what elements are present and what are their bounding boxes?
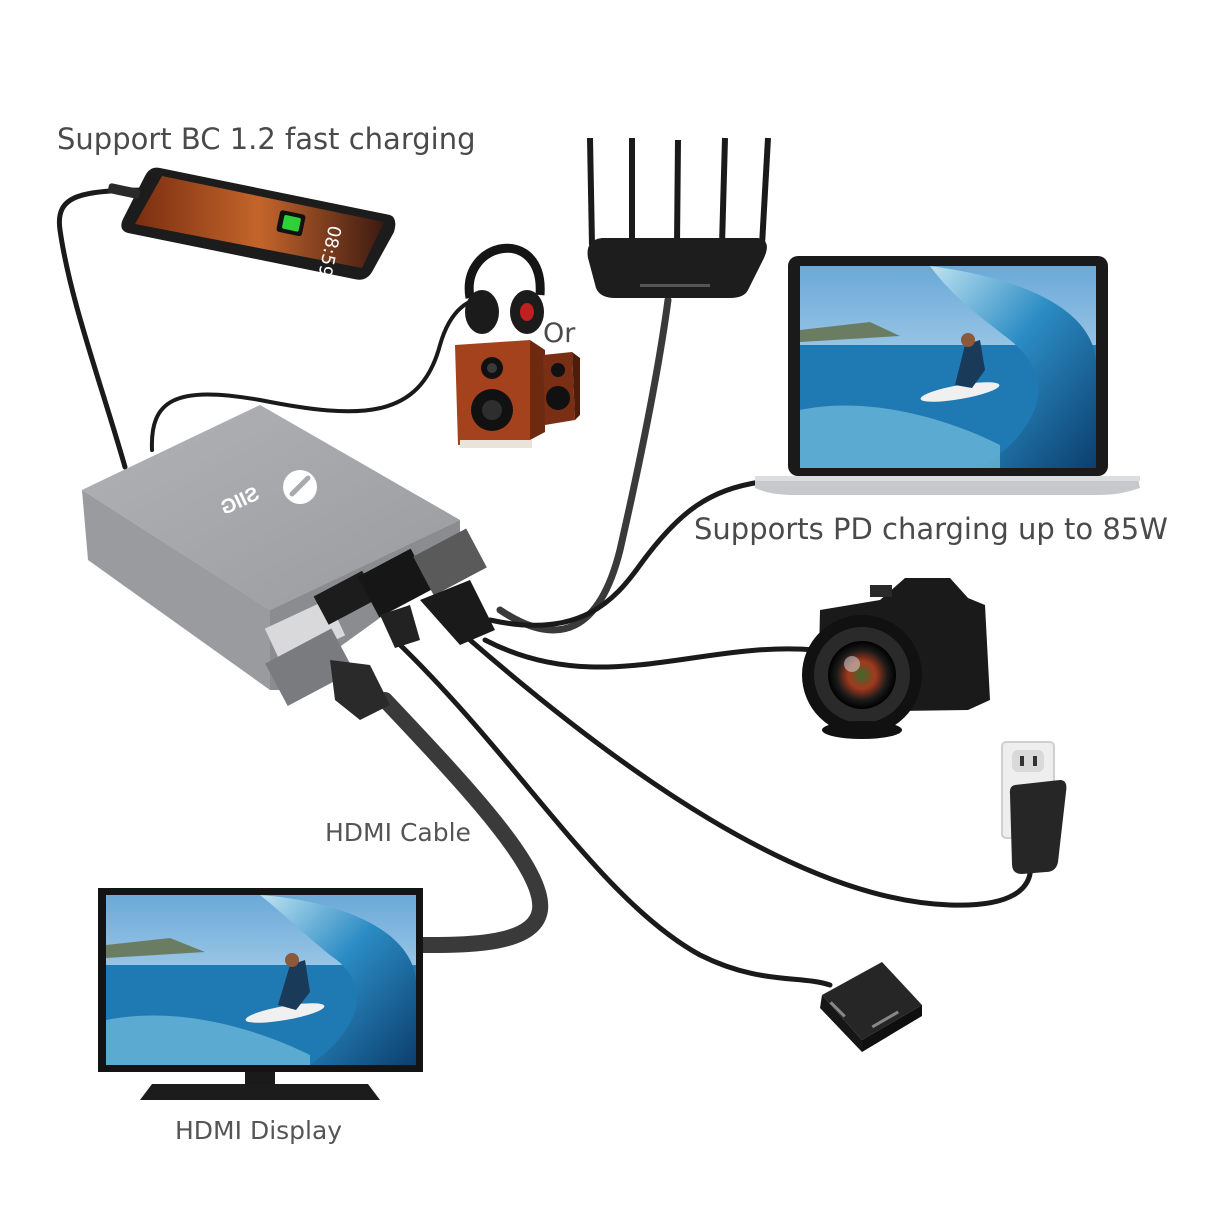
card-reader	[820, 962, 922, 1052]
docking-hub: SIIG	[82, 405, 495, 720]
router-cable	[496, 296, 672, 634]
cables	[56, 187, 1034, 988]
or-label: Or	[543, 318, 576, 349]
wall-outlet-adapter	[1001, 741, 1067, 874]
hdmi-cable-label: HDMI Cable	[325, 818, 471, 847]
bc-charging-label: Support BC 1.2 fast charging	[57, 122, 476, 156]
headphones	[464, 243, 545, 334]
wifi-router	[587, 137, 771, 298]
pd-charging-label: Supports PD charging up to 85W	[694, 512, 1168, 546]
laptop-cable	[487, 479, 763, 628]
speakers	[455, 340, 580, 448]
power-cable	[467, 637, 1034, 908]
laptop	[755, 256, 1140, 495]
hdmi-cable	[377, 692, 549, 953]
dslr-camera	[802, 578, 990, 739]
card-reader-cable	[392, 637, 833, 988]
hdmi-display-label: HDMI Display	[175, 1116, 343, 1145]
hdmi-display	[98, 888, 423, 1100]
camera-cable	[482, 637, 818, 670]
smartphone: 08:59	[107, 167, 396, 280]
phone-cable	[56, 187, 153, 470]
audio-cable	[149, 297, 492, 452]
